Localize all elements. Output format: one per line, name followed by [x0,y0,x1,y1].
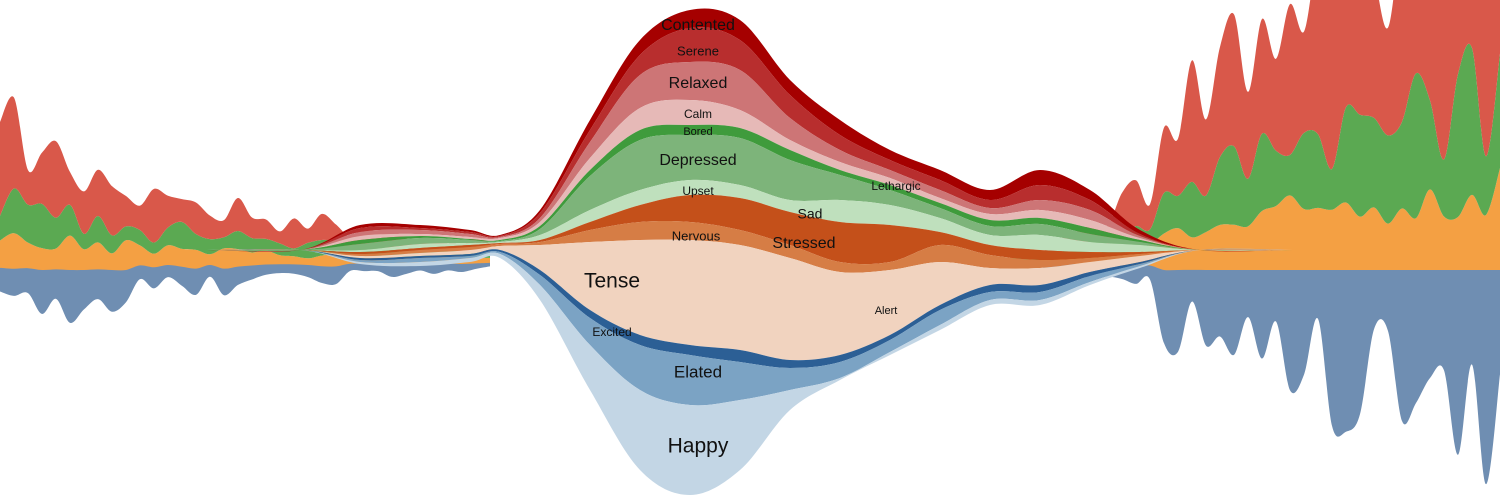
label-elated: Elated [674,362,722,381]
right-stream-orange [1010,168,1500,271]
right-stream-red [1010,0,1500,259]
label-calm: Calm [684,107,712,121]
label-happy: Happy [668,435,729,458]
band-serene [0,27,1500,252]
left-stream-green [0,188,490,259]
label-nervous: Nervous [672,228,721,243]
band-happy [0,248,1500,495]
label-tense: Tense [584,270,640,293]
band-calm [0,99,1500,252]
band-upset [0,194,1500,265]
label-lethargic: Lethargic [871,179,920,193]
band-depressed [0,134,1500,251]
band-relaxed [0,61,1500,252]
label-contented: Contented [661,17,735,34]
label-excited: Excited [592,325,631,339]
label-depressed: Depressed [659,152,736,169]
right-stream-green [1010,43,1500,261]
stream-labels: ContentedSereneRelaxedCalmBoredDepressed… [584,17,921,457]
band-tense [0,239,1500,361]
right-stream-blue [1010,262,1500,485]
label-stressed: Stressed [772,235,835,252]
label-serene: Serene [677,43,719,58]
left-stream-blue [0,262,490,324]
label-sad: Sad [798,206,823,222]
band-elated [0,248,1500,406]
band-stressed [0,221,1500,273]
label-alert: Alert [875,305,898,317]
label-bored: Bored [683,126,712,138]
band-sad [0,179,1500,253]
label-relaxed: Relaxed [669,75,728,92]
label-upset: Upset [682,184,714,198]
left-stream-red [0,96,490,254]
